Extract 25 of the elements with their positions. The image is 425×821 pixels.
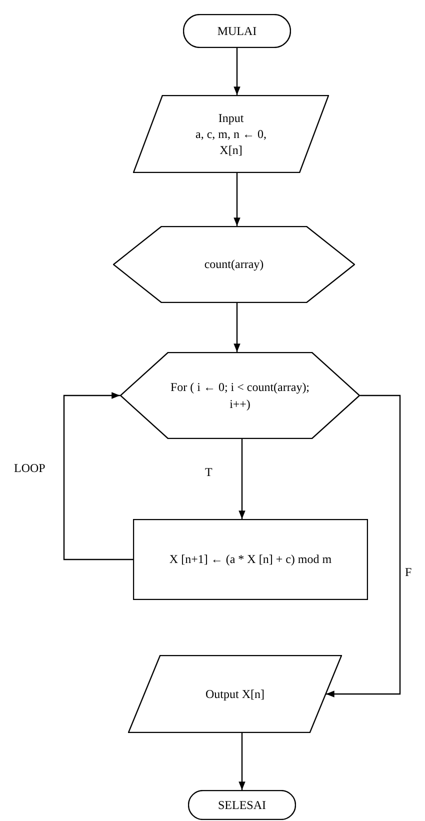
node-text: For ( i ← 0; i < count(array); i++) [169,379,311,412]
node-text: SELESAI [218,796,266,814]
node-text: Output X[n] [206,686,264,702]
terminal-shape [183,14,291,48]
edge-label: T [205,466,212,478]
arrow [234,303,240,352]
arrow [63,392,133,560]
preparation-hexagon [113,226,355,303]
node-text: X [n+1] ← (a * X [n] + c) mod m [169,551,332,568]
arrow [234,48,240,95]
node-text: count(array) [204,256,264,273]
arrow [238,733,246,790]
node-text: a, c, m, n ← 0, X[n] [194,126,268,158]
edge-label: F [405,566,412,578]
edge-label: LOOP [14,462,46,474]
terminal-shape [188,790,296,820]
node-text: MULAI [217,22,257,40]
io-parallelogram [128,655,342,733]
io-parallelogram [133,95,329,173]
node-text: Input [218,110,244,126]
process-box [133,519,368,600]
arrow [326,394,401,698]
arrow [238,439,246,519]
arrow [234,173,240,226]
preparation-hexagon [120,352,360,439]
